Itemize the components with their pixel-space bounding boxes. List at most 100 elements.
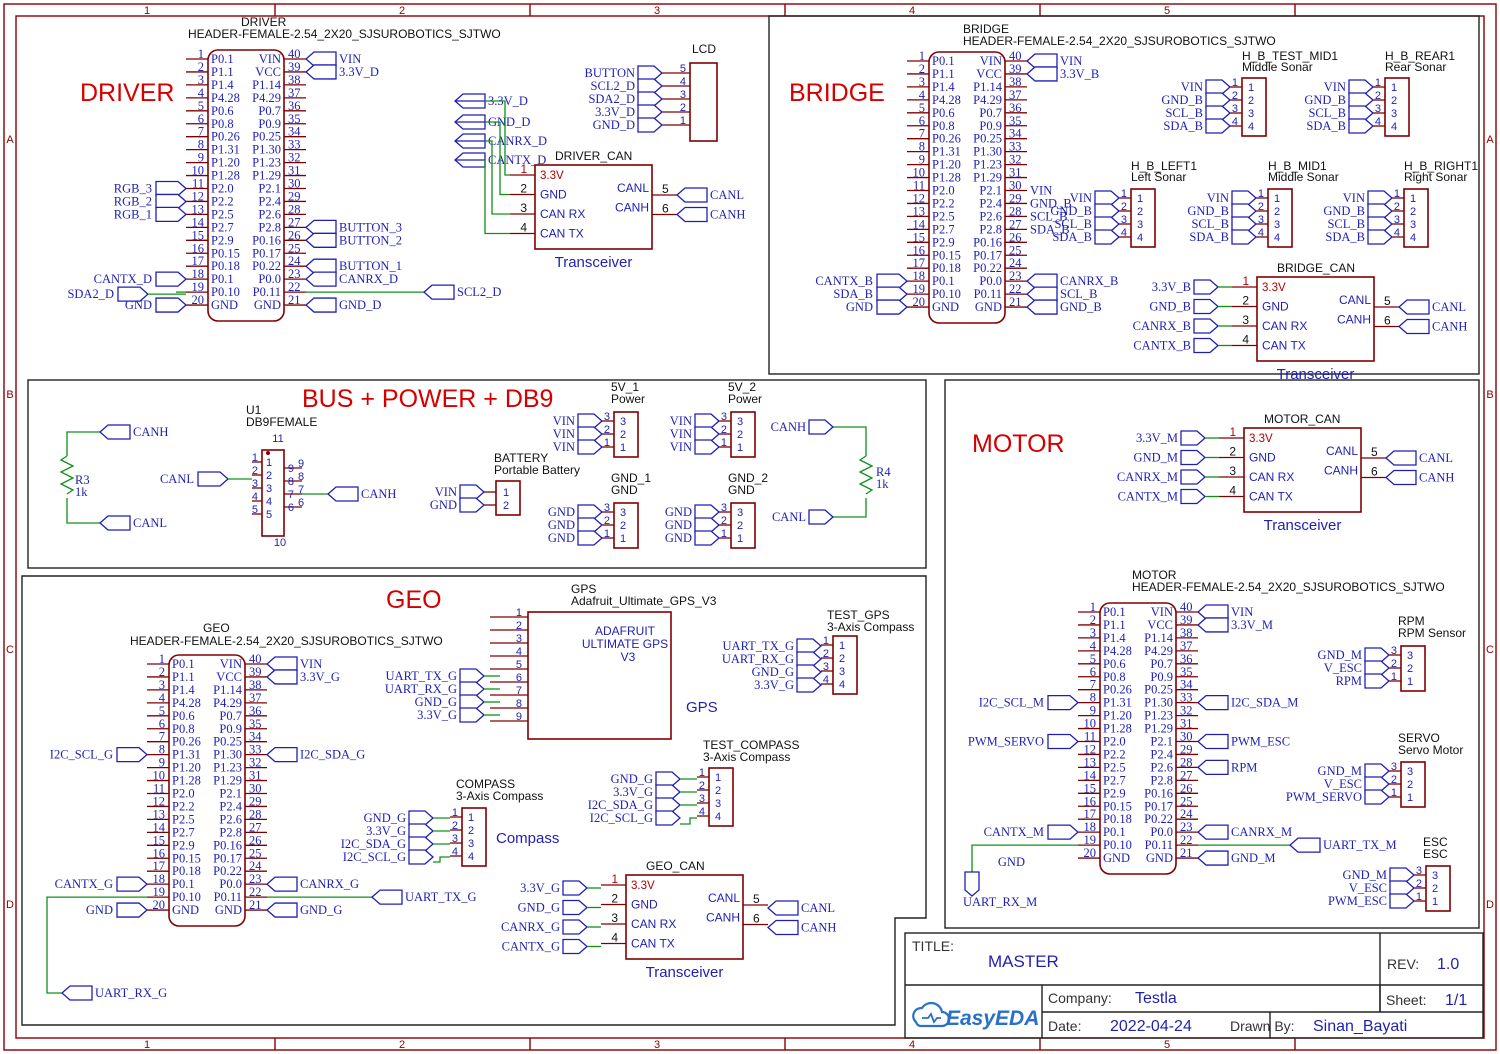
geo-can-net-2: CANRX_G <box>501 920 560 934</box>
geo-net-i2c-scl: I2C_SCL_G <box>50 748 113 762</box>
motor-transceiver-pin-name: GND <box>1249 451 1276 465</box>
geo-pin-num-right: 32 <box>249 756 262 770</box>
date-label: Date: <box>1048 1018 1081 1034</box>
motor-net-uart-rx: UART_RX_M <box>963 895 1037 909</box>
esc-net-1: V_ESC <box>1349 881 1387 895</box>
driver-pin-num-left: 6 <box>198 112 204 126</box>
db9-pin-num-right: 9 <box>298 458 304 470</box>
power-5v2-ref: 5V_2 <box>728 380 756 394</box>
geo-pin-num-right: 40 <box>249 652 262 666</box>
geo-pin-name-right: VIN <box>220 657 242 671</box>
geo-net-i2c-sda: I2C_SDA_G <box>300 748 365 762</box>
geo-net-vin: VIN <box>300 657 322 671</box>
sonar-4-net-0-flag <box>1367 190 1393 206</box>
geo-pin-name-left: P4.28 <box>172 696 201 710</box>
bridge-pin-num-right: 21 <box>1009 295 1022 309</box>
motor-transceiver-pin-name: 3.3V <box>1249 433 1273 445</box>
geo-pin-num-right: 29 <box>249 794 262 808</box>
geo-transceiver-pin-name: CAN RX <box>631 917 676 931</box>
sonar-right-name: Right Sonar <box>1404 170 1467 184</box>
motor-pin-num-right: 39 <box>1180 613 1193 627</box>
bridge-pin-num-left: 16 <box>913 243 926 257</box>
sonar-2-connector-pin-num-outer: 4 <box>1121 227 1127 239</box>
easyeda-logo-text: EasyEDA <box>946 1007 1039 1030</box>
geo-net-cantx-flag <box>116 876 148 892</box>
sonar-1-connector-pin-num-outer: 4 <box>1375 116 1381 128</box>
r4-wires <box>833 426 867 518</box>
sonar-3-net-3-flag <box>1231 229 1257 245</box>
driver-pin-name-left: P0.10 <box>211 285 240 299</box>
motor-transceiver-pin-num-right: 6 <box>1371 465 1378 479</box>
sonar-2-connector-pin-num: 2 <box>1137 206 1143 218</box>
test-gps-net-2-flag <box>796 664 822 680</box>
motor-pin-name-right: P0.25 <box>1144 683 1173 697</box>
bridge-net-gnd-left: GND <box>846 300 873 314</box>
motor-net-canrx-flag <box>1197 824 1229 840</box>
sonar-2-net-0: VIN <box>1070 191 1092 205</box>
driver-pin-num-right: 34 <box>288 125 301 139</box>
power-3-net-1: GND <box>665 518 692 532</box>
bridge-transceiver-pin-name: CAN RX <box>1262 319 1307 333</box>
battery-ref: BATTERY <box>494 451 548 465</box>
driver-pin-num-right: 35 <box>288 112 301 126</box>
bridge-section-title: BRIDGE <box>789 79 885 107</box>
driver-net-rgb1: RGB_1 <box>114 207 152 221</box>
bus-net-canh-db9: CANH <box>361 487 396 501</box>
gps-module <box>527 611 672 740</box>
grid-col-top-2: 2 <box>399 5 405 17</box>
power-2-net-2-flag <box>577 530 603 546</box>
servo-connector-pin-num: 3 <box>1407 766 1413 778</box>
driver-can-wire-tx <box>484 160 510 235</box>
bridge-pin-num-left: 11 <box>913 179 925 193</box>
company-label: Company: <box>1048 990 1112 1006</box>
motor-section-box <box>944 379 1480 929</box>
driver-pin-num-right: 24 <box>288 254 301 268</box>
motor-pin-name-right: P1.14 <box>1144 631 1174 645</box>
power-1-connector-pin-num: 2 <box>737 429 743 441</box>
driver-pin-name-left: P2.5 <box>211 207 234 221</box>
esc-connector-pin-num: 2 <box>1432 883 1438 895</box>
sonar-2-net-1: GND_B <box>1050 204 1092 218</box>
lcd-net-2-flag <box>637 91 663 107</box>
driver-can-canl: CANL <box>710 188 744 202</box>
sonar-1-connector-pin-num: 1 <box>1391 82 1397 94</box>
db9-pin-num-left: 2 <box>252 465 258 477</box>
lcd-connector <box>689 62 718 142</box>
compass-connector-pin-num: 1 <box>468 812 474 824</box>
motor-pin-name-left: P0.1 <box>1103 605 1126 619</box>
bridge-pin-name-right: P0.17 <box>973 248 1002 262</box>
bridge-transceiver-body <box>1256 276 1375 362</box>
sonar-4-connector-body <box>1403 188 1429 248</box>
geo-pin-num-left: 8 <box>159 743 165 757</box>
bridge-can-net-1-flag <box>1193 298 1219 315</box>
gps-net-0-flag <box>459 668 485 684</box>
gps-pin-num: 9 <box>516 711 522 723</box>
geo-pin-name-right: P0.11 <box>214 890 242 904</box>
geo-pin-num-right: 24 <box>249 859 262 873</box>
power-2-connector-pin-num: 1 <box>620 533 626 545</box>
motor-pin-num-left: 6 <box>1090 665 1096 679</box>
geo-pin-name-right: P0.17 <box>213 851 242 865</box>
geo-pin-num-right: 23 <box>249 872 262 886</box>
sonar-3-connector-pin-num: 4 <box>1274 232 1280 244</box>
geo-transceiver-pin-num: 2 <box>611 892 618 906</box>
motor-pin-name-right: P2.4 <box>1150 747 1173 761</box>
geo-pin-num-right: 31 <box>249 769 262 783</box>
bridge-pin-name-right: P0.22 <box>973 261 1002 275</box>
bridge-pin-name-right: VCC <box>976 67 1002 81</box>
motor-net-vin-flag <box>1197 604 1229 620</box>
rpm-connector-pin-num: 1 <box>1407 676 1413 688</box>
compass-net-3: I2C_SCL_G <box>343 850 406 864</box>
sonar-1-net-2: SCL_B <box>1308 106 1346 120</box>
motor-pin-num-left: 2 <box>1090 613 1096 627</box>
bridge-net-sda: SDA_B <box>833 287 873 301</box>
driver-can-canh-flag <box>676 206 708 223</box>
motor-pin-num-right: 24 <box>1180 807 1193 821</box>
power-2-connector-pin-num: 3 <box>620 507 626 519</box>
motor-pin-name-left: P0.8 <box>1103 670 1126 684</box>
test-gps-ref: TEST_GPS <box>827 608 890 622</box>
servo-net-0-flag <box>1364 763 1390 779</box>
power-3-connector-pin-num-outer: 3 <box>721 502 727 514</box>
sonar-1-net-1: GND_B <box>1304 93 1346 107</box>
